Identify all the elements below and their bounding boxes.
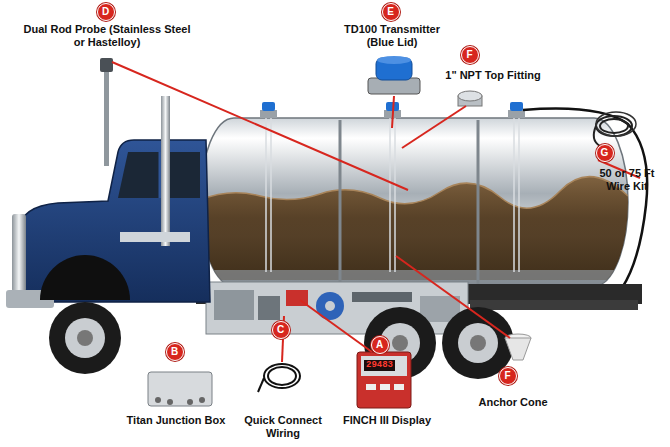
callout-letter: F [462, 47, 477, 62]
part-name: Anchor Cone [468, 396, 558, 409]
part-name: Titan Junction Box [111, 414, 241, 427]
callout-letter: C [273, 322, 288, 337]
callout-letter: F [500, 368, 515, 383]
callout-circle: CQuick Connect Wiring [272, 321, 290, 339]
callout-letter: E [383, 4, 398, 19]
callout-circle: AFINCH III Display [371, 336, 389, 354]
callout-letter: D [98, 4, 113, 19]
callout-circle: FAnchor Cone [499, 367, 517, 385]
callout-circle: G50 or 75 Ft Wire Kit [596, 144, 614, 162]
part-name: 50 or 75 Ft Wire Kit [589, 167, 665, 193]
callout-letter: G [597, 145, 612, 160]
callout-circle: ETD100 Transmitter (Blue Lid) [382, 3, 400, 21]
part-name: 1" NPT Top Fitting [428, 69, 558, 82]
part-name: TD100 Transmitter (Blue Lid) [332, 23, 452, 49]
callout-circle: DDual Rod Probe (Stainless Steel or Hast… [97, 3, 115, 21]
callout-circle: BTitan Junction Box [166, 343, 184, 361]
callout-letter: B [167, 344, 182, 359]
part-name: Dual Rod Probe (Stainless Steel or Haste… [20, 23, 195, 49]
callout-letter: A [372, 337, 387, 352]
callout-circle: F1" NPT Top Fitting [461, 46, 479, 64]
part-name: Quick Connect Wiring [238, 414, 328, 440]
part-name: FINCH III Display [327, 414, 447, 427]
display-readout: 29483 [364, 360, 395, 371]
